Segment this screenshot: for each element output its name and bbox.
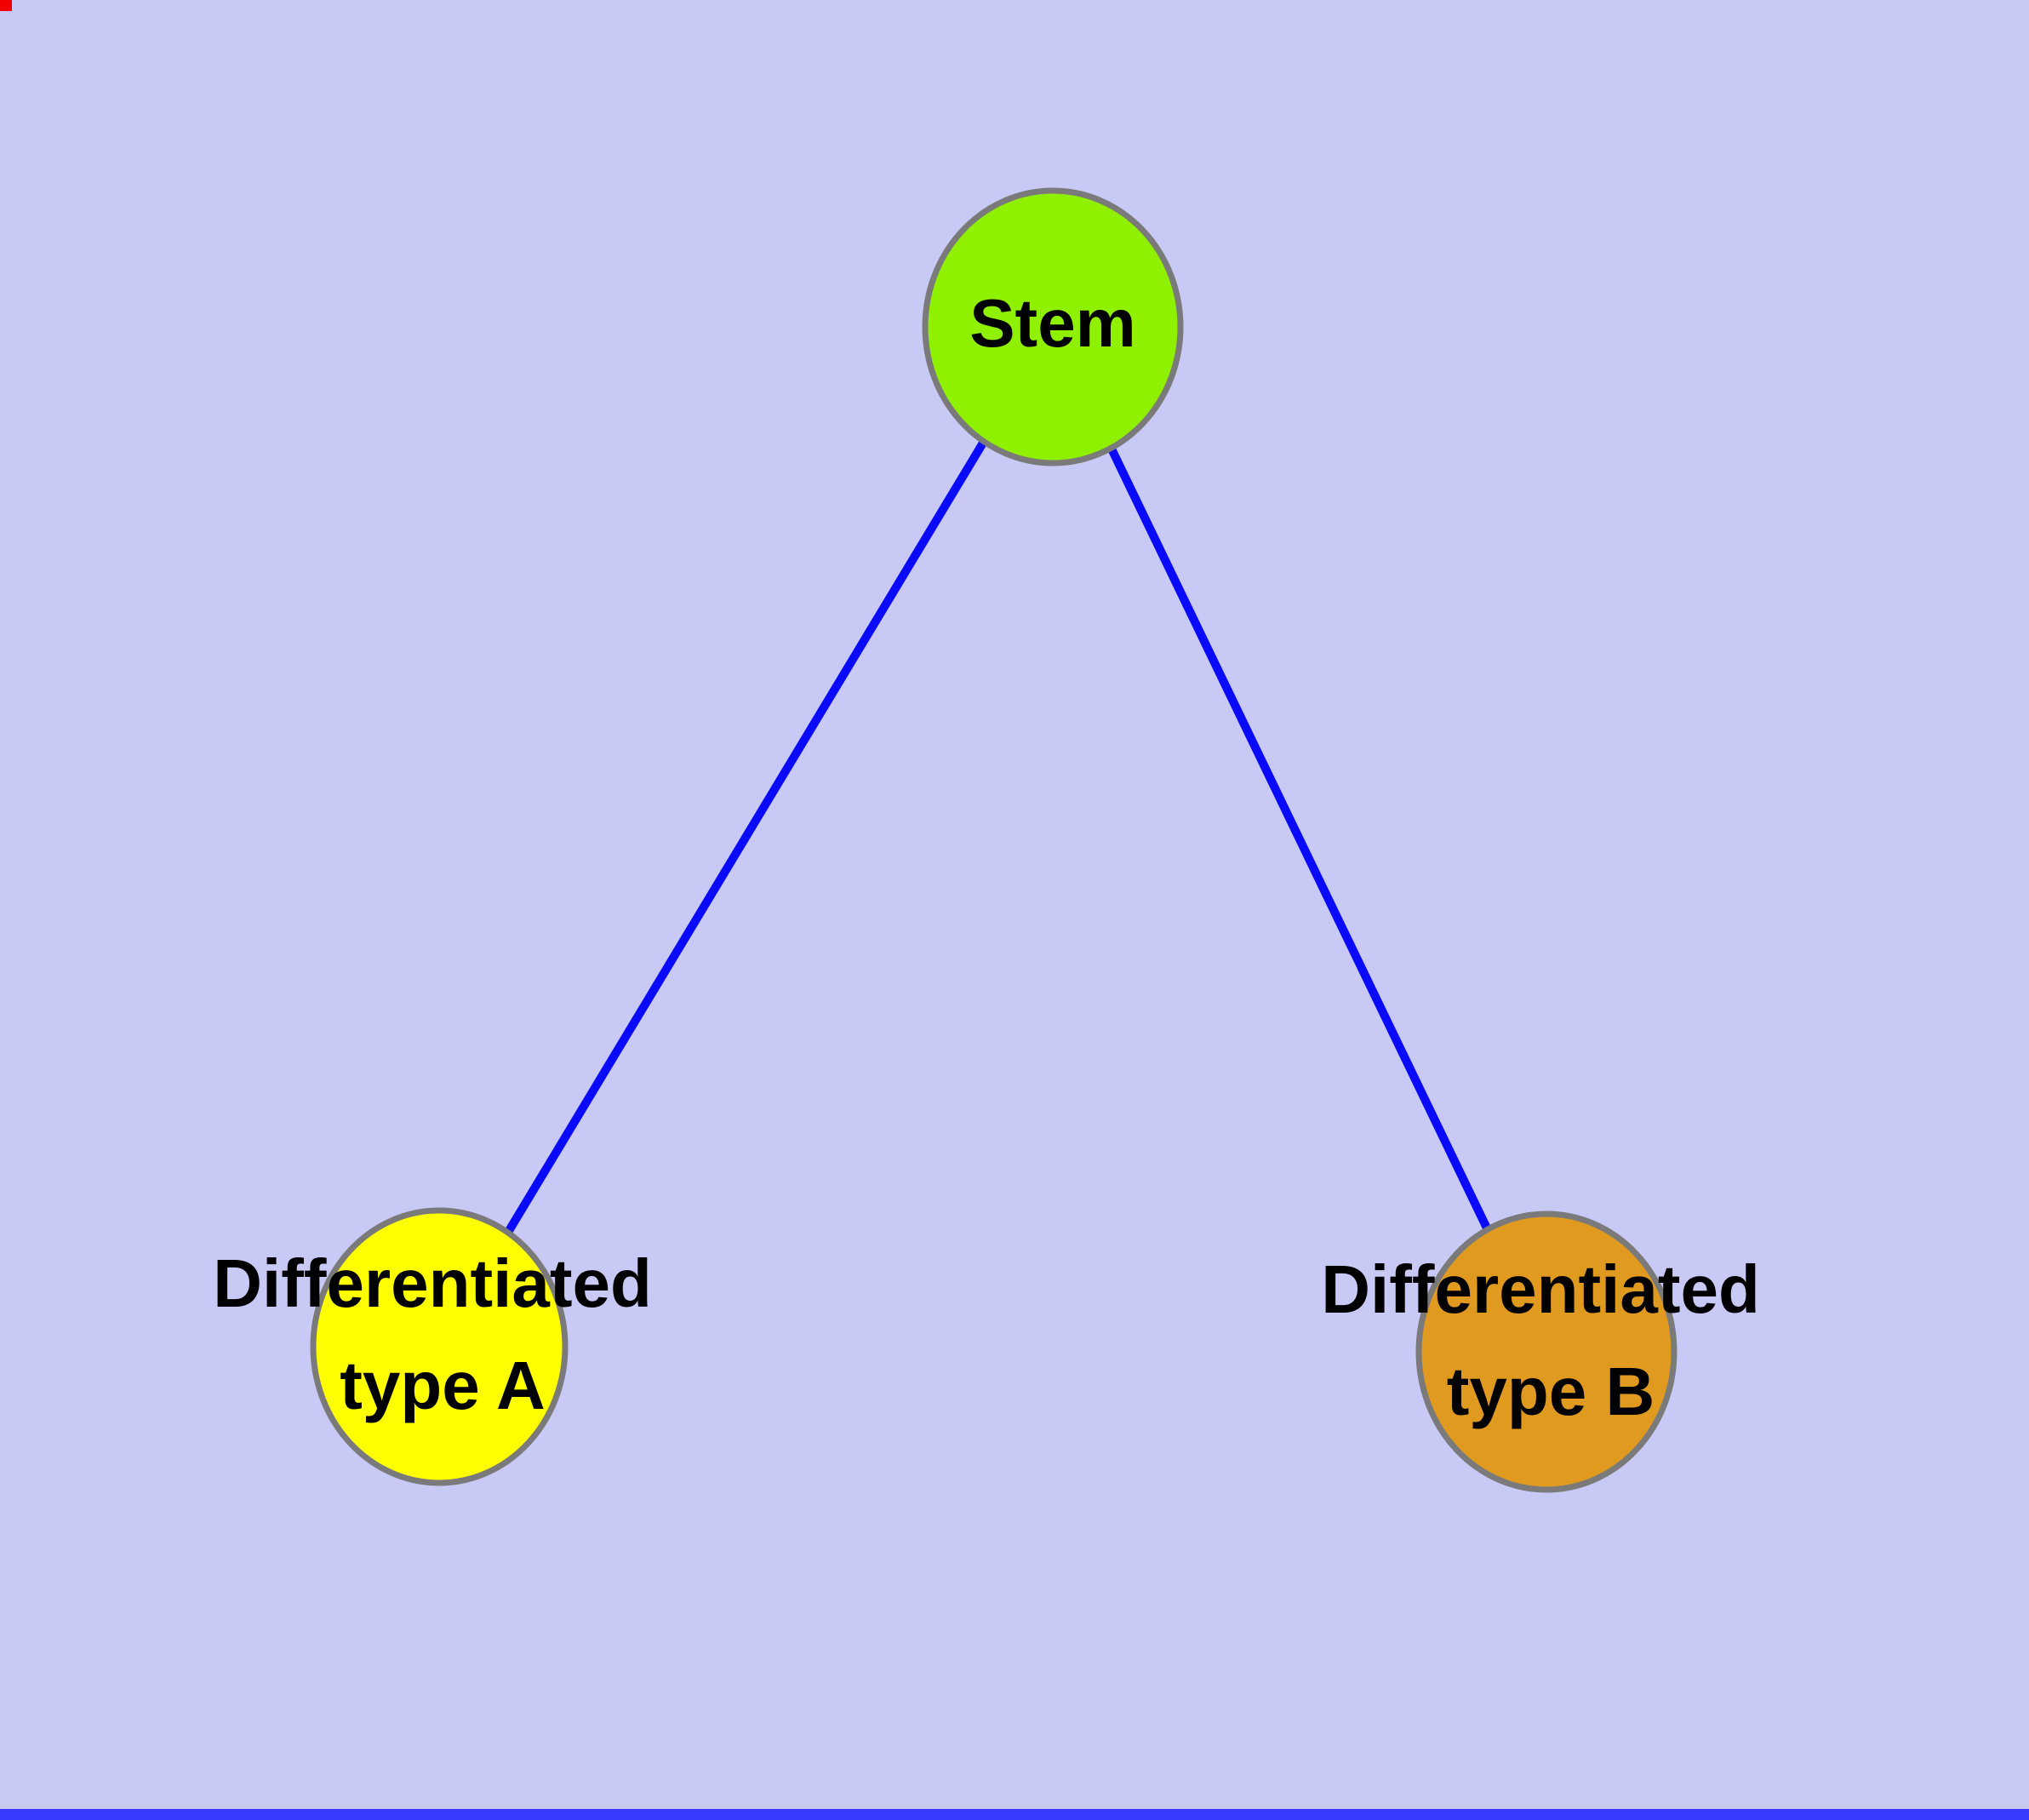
node-differentiated-type-a: Differentiated type A [213, 1207, 652, 1486]
node-stem: Stem [922, 187, 1184, 466]
node-differentiated-type-b: Differentiated type B [1321, 1210, 1760, 1493]
bottom-edge-strip [0, 1809, 2029, 1820]
node-stem-label: Stem [969, 285, 1136, 361]
node-differentiated-type-a-shape [310, 1207, 569, 1486]
node-differentiated-type-b-label-line2: type B [1447, 1354, 1655, 1429]
node-differentiated-type-b-shape [1415, 1210, 1677, 1493]
corner-artifact-mark [0, 0, 12, 11]
edge-stem-to-type-a [435, 324, 1057, 1349]
node-stem-shape [922, 187, 1184, 466]
node-differentiated-type-a-label-line1: Differentiated [213, 1245, 652, 1321]
node-differentiated-type-a-label-line2: type A [340, 1348, 546, 1423]
edge-stem-to-type-b [1049, 324, 1551, 1354]
node-differentiated-type-b-label-line1: Differentiated [1321, 1251, 1760, 1327]
